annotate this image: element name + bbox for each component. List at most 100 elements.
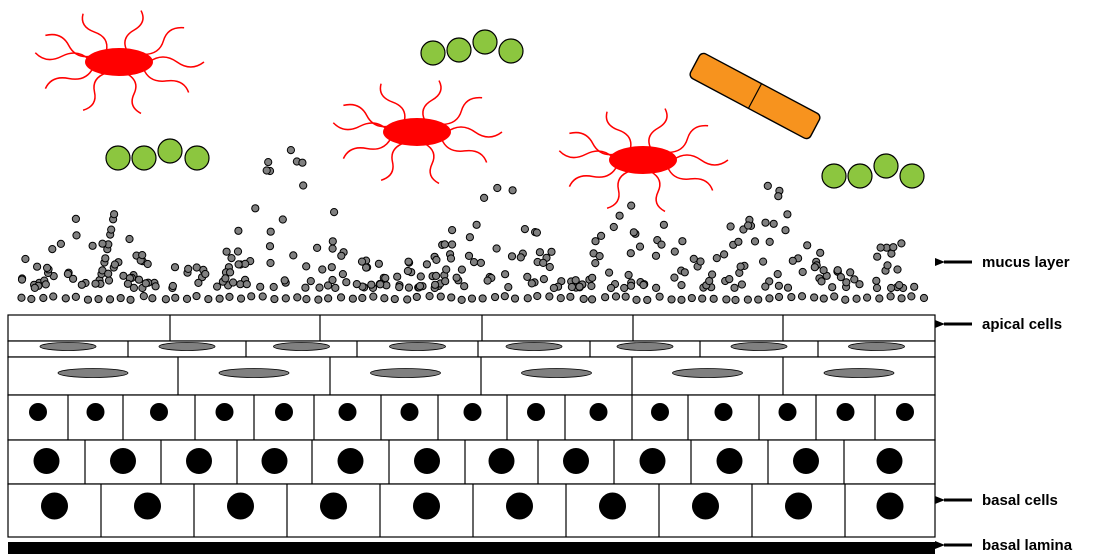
nucleus: [275, 403, 293, 421]
mucus-granule: [502, 271, 509, 278]
mucus-granule: [627, 282, 634, 289]
flagellated-bacterium: [559, 109, 728, 212]
mucus-granule: [877, 244, 884, 251]
flat-nucleus: [731, 343, 787, 351]
mucus-granule: [42, 281, 49, 288]
mucus-granule: [820, 267, 827, 274]
mucus-granule: [473, 221, 480, 228]
mucus-granule: [656, 293, 663, 300]
mucus-granule: [690, 255, 697, 262]
squamous-cell-row-1: [8, 341, 935, 357]
mucus-granule: [50, 293, 57, 300]
mucus-granule: [479, 295, 486, 302]
mucus-granule: [567, 293, 574, 300]
mucus-granule: [423, 261, 430, 268]
mucus-granule: [193, 292, 200, 299]
mucus-granule: [28, 295, 35, 302]
mucus-granule: [332, 284, 339, 291]
mucus-granule: [546, 263, 553, 270]
mucus-granule: [727, 223, 734, 230]
mucus-granule: [894, 266, 901, 273]
mucus-granule: [818, 278, 825, 285]
mucus-granule: [896, 282, 903, 289]
mucus-granule: [633, 296, 640, 303]
mucus-granule: [731, 284, 738, 291]
mucus-granule: [228, 255, 235, 262]
mucus-granule: [678, 296, 685, 303]
nucleus: [320, 493, 347, 520]
mucus-granule: [441, 241, 448, 248]
mucus-granule: [671, 274, 678, 281]
mucus-granule: [612, 293, 619, 300]
mucus-granule: [222, 275, 229, 282]
mucus-granule: [589, 274, 596, 281]
mucus-granule: [766, 238, 773, 245]
mucus-granule: [307, 278, 314, 285]
mucus-granule: [230, 279, 237, 286]
mucus-granule: [873, 284, 880, 291]
mucus-granule: [550, 284, 557, 291]
flat-nucleus: [673, 369, 743, 378]
mucus-granule: [509, 187, 516, 194]
mucus-granule: [738, 281, 745, 288]
mucus-granule: [788, 293, 795, 300]
mucus-granule: [237, 295, 244, 302]
mucus-granule: [449, 227, 456, 234]
mucus-granule: [640, 281, 647, 288]
mucus-granule: [699, 295, 706, 302]
flat-nucleus: [390, 343, 446, 351]
mucus-granule: [534, 292, 541, 299]
mucus-granule: [316, 284, 323, 291]
mucus-granule: [887, 293, 894, 300]
mucus-granule: [405, 284, 412, 291]
mucus-granule: [328, 264, 335, 271]
mucus-granule: [735, 238, 742, 245]
mucus-granule: [263, 167, 270, 174]
mucus-granule: [396, 284, 403, 291]
nucleus: [640, 448, 666, 474]
nucleus: [527, 403, 545, 421]
mucus-granule: [588, 296, 595, 303]
mucus-granule: [616, 212, 623, 219]
flat-nucleus: [617, 343, 673, 351]
mucus-granule: [524, 273, 531, 280]
mucus-granule: [681, 269, 688, 276]
cocci-chain: [822, 154, 924, 188]
mucus-granule: [911, 283, 918, 290]
nucleus: [186, 448, 212, 474]
mucus-granule: [370, 293, 377, 300]
mucus-granule: [294, 294, 301, 301]
mucus-granule: [126, 235, 133, 242]
mucus-granule: [782, 227, 789, 234]
flat-nucleus: [824, 369, 894, 378]
cell-row-small-nuclei: [8, 395, 935, 440]
mucus-granule: [621, 284, 628, 291]
mucus-granule: [382, 275, 389, 282]
mucus-granule: [536, 249, 543, 256]
flat-nucleus: [506, 343, 562, 351]
mucus-granule: [117, 294, 124, 301]
mucus-granule: [770, 220, 777, 227]
mucus-granule: [84, 296, 91, 303]
mucus-granule: [331, 209, 338, 216]
mucus-granule: [853, 295, 860, 302]
mucus-granule: [314, 244, 321, 251]
apical-cells-label: apical cells: [982, 316, 1062, 333]
flat-nucleus: [159, 343, 215, 351]
mucus-granule: [22, 255, 29, 262]
mucus-granule: [279, 216, 286, 223]
mucus-granule: [92, 280, 99, 287]
mucus-granule: [811, 294, 818, 301]
nucleus: [793, 448, 819, 474]
mucus-granule: [606, 269, 613, 276]
mucus-granule: [324, 282, 331, 289]
mucus-granule: [775, 282, 782, 289]
mucus-granule: [223, 248, 230, 255]
mucus-granule: [688, 294, 695, 301]
mucus-granule: [775, 193, 782, 200]
mucus-granule: [337, 294, 344, 301]
mucus-granule: [243, 281, 250, 288]
nucleus: [599, 493, 626, 520]
mucus-granule: [290, 252, 297, 259]
